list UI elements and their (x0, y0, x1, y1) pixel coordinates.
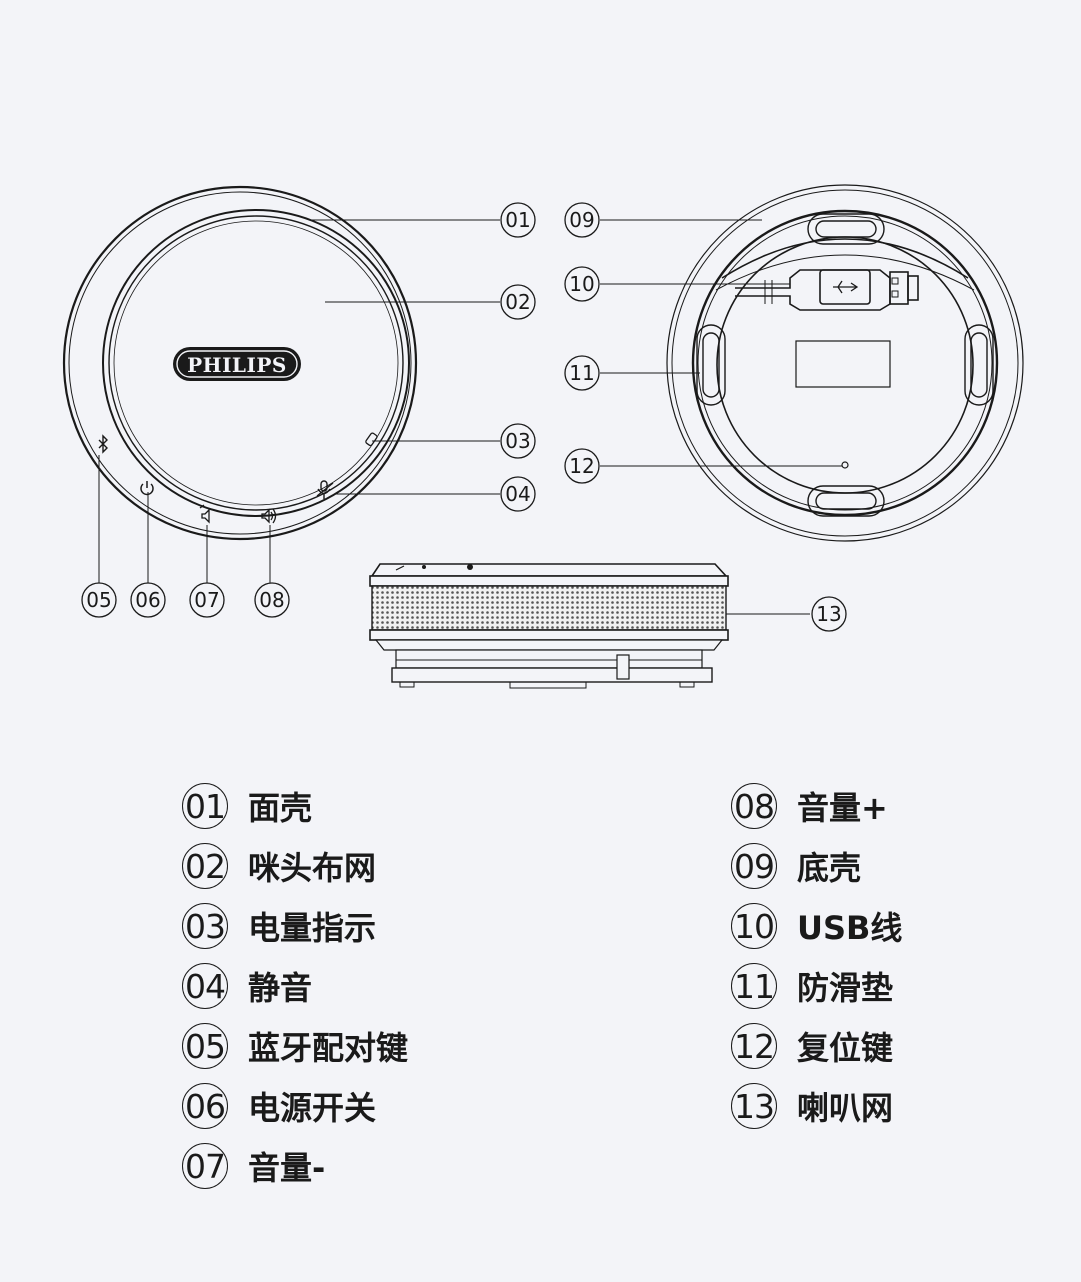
legend-label: 蓝牙配对键 (248, 1029, 409, 1067)
callout-number-02: 02 (505, 290, 530, 314)
callout-number-13: 13 (816, 602, 841, 626)
legend-number: 02 (182, 843, 228, 889)
legend-label: 静音 (248, 969, 313, 1007)
legend-number: 08 (731, 783, 777, 829)
legend-label: 喇叭网 (797, 1089, 894, 1127)
callout-number-09: 09 (569, 208, 594, 232)
legend-label: 防滑垫 (797, 969, 894, 1007)
callout-number-01: 01 (505, 208, 530, 232)
legend-item: 10 USB线 (731, 900, 902, 952)
legend-item: 11 防滑垫 (731, 960, 893, 1012)
legend-number: 05 (182, 1023, 228, 1069)
callout-circle-12 (564, 448, 600, 484)
legend-number: 04 (182, 963, 228, 1009)
reset-button[interactable] (841, 461, 849, 469)
anti-slip-pad (696, 213, 994, 517)
callout-number-08: 08 (259, 588, 284, 612)
legend-item: 04 静音 (182, 960, 312, 1012)
legend-number: 11 (731, 963, 777, 1009)
legend-number: 09 (731, 843, 777, 889)
callout-circle-11 (564, 355, 600, 391)
speaker-grille (371, 585, 727, 631)
callout-circle-01 (500, 202, 536, 238)
bluetooth-icon[interactable] (98, 434, 108, 454)
callout-circle-06 (130, 582, 166, 618)
callout-markers: 01 02 03 04 05 06 07 08 09 10 11 12 13 (81, 202, 847, 632)
product-label (795, 340, 891, 388)
callout-circle-07 (189, 582, 225, 618)
legend-label: USB线 (797, 909, 903, 947)
callout-number-03: 03 (505, 429, 530, 453)
callout-circle-13 (811, 596, 847, 632)
callout-circle-05 (81, 582, 117, 618)
legend-label: 音量+ (797, 789, 888, 827)
legend-label: 面壳 (248, 789, 313, 827)
legend-item: 06 电源开关 (182, 1080, 376, 1132)
callout-number-04: 04 (505, 482, 530, 506)
top-view (62, 185, 500, 584)
inner-base (716, 236, 974, 494)
legend-item: 01 面壳 (182, 780, 312, 832)
callout-circle-09 (564, 202, 600, 238)
volume-down-icon[interactable] (199, 504, 210, 524)
callout-circle-10 (564, 266, 600, 302)
legend-item: 12 复位键 (731, 1020, 893, 1072)
side-view (369, 563, 810, 689)
bottom-view (600, 184, 1024, 542)
legend-number: 10 (731, 903, 777, 949)
callout-number-07: 07 (194, 588, 219, 612)
legend-item: 03 电量指示 (182, 900, 376, 952)
callout-number-06: 06 (135, 588, 160, 612)
outer-shell (62, 185, 418, 541)
callout-number-12: 12 (569, 454, 594, 478)
legend-number: 03 (182, 903, 228, 949)
callout-circle-02 (500, 284, 536, 320)
legend-item: 05 蓝牙配对键 (182, 1020, 408, 1072)
legend-item: 13 喇叭网 (731, 1080, 893, 1132)
mic-mesh-ring (102, 209, 410, 517)
legend-item: 02 咪头布网 (182, 840, 376, 892)
legend-label: 咪头布网 (248, 849, 377, 887)
legend-label: 底壳 (797, 849, 862, 887)
bottom-shell (666, 184, 1024, 542)
callout-number-10: 10 (569, 272, 594, 296)
legend-item: 08 音量+ (731, 780, 888, 832)
legend-item: 09 底壳 (731, 840, 861, 892)
legend-item: 07 音量- (182, 1140, 325, 1192)
legend-number: 01 (182, 783, 228, 829)
legend-number: 06 (182, 1083, 228, 1129)
legend-label: 电源开关 (248, 1089, 377, 1127)
callout-circle-04 (500, 476, 536, 512)
battery-indicator-icon (365, 432, 378, 447)
callout-circle-03 (500, 423, 536, 459)
legend-label: 电量指示 (248, 909, 377, 947)
volume-up-icon[interactable] (261, 508, 277, 524)
power-icon[interactable] (140, 481, 154, 496)
legend-number: 12 (731, 1023, 777, 1069)
mute-icon[interactable] (316, 480, 334, 499)
mic-mesh (108, 215, 404, 511)
callout-number-11: 11 (569, 361, 594, 385)
legend-label: 复位键 (797, 1029, 894, 1067)
legend-label: 音量- (248, 1149, 326, 1187)
legend-number: 13 (731, 1083, 777, 1129)
usb-cable (735, 269, 919, 311)
callout-circle-08 (254, 582, 290, 618)
legend-number: 07 (182, 1143, 228, 1189)
callout-number-05: 05 (86, 588, 111, 612)
philips-logo-text: PHILIPS (187, 353, 287, 377)
philips-logo (173, 347, 301, 381)
